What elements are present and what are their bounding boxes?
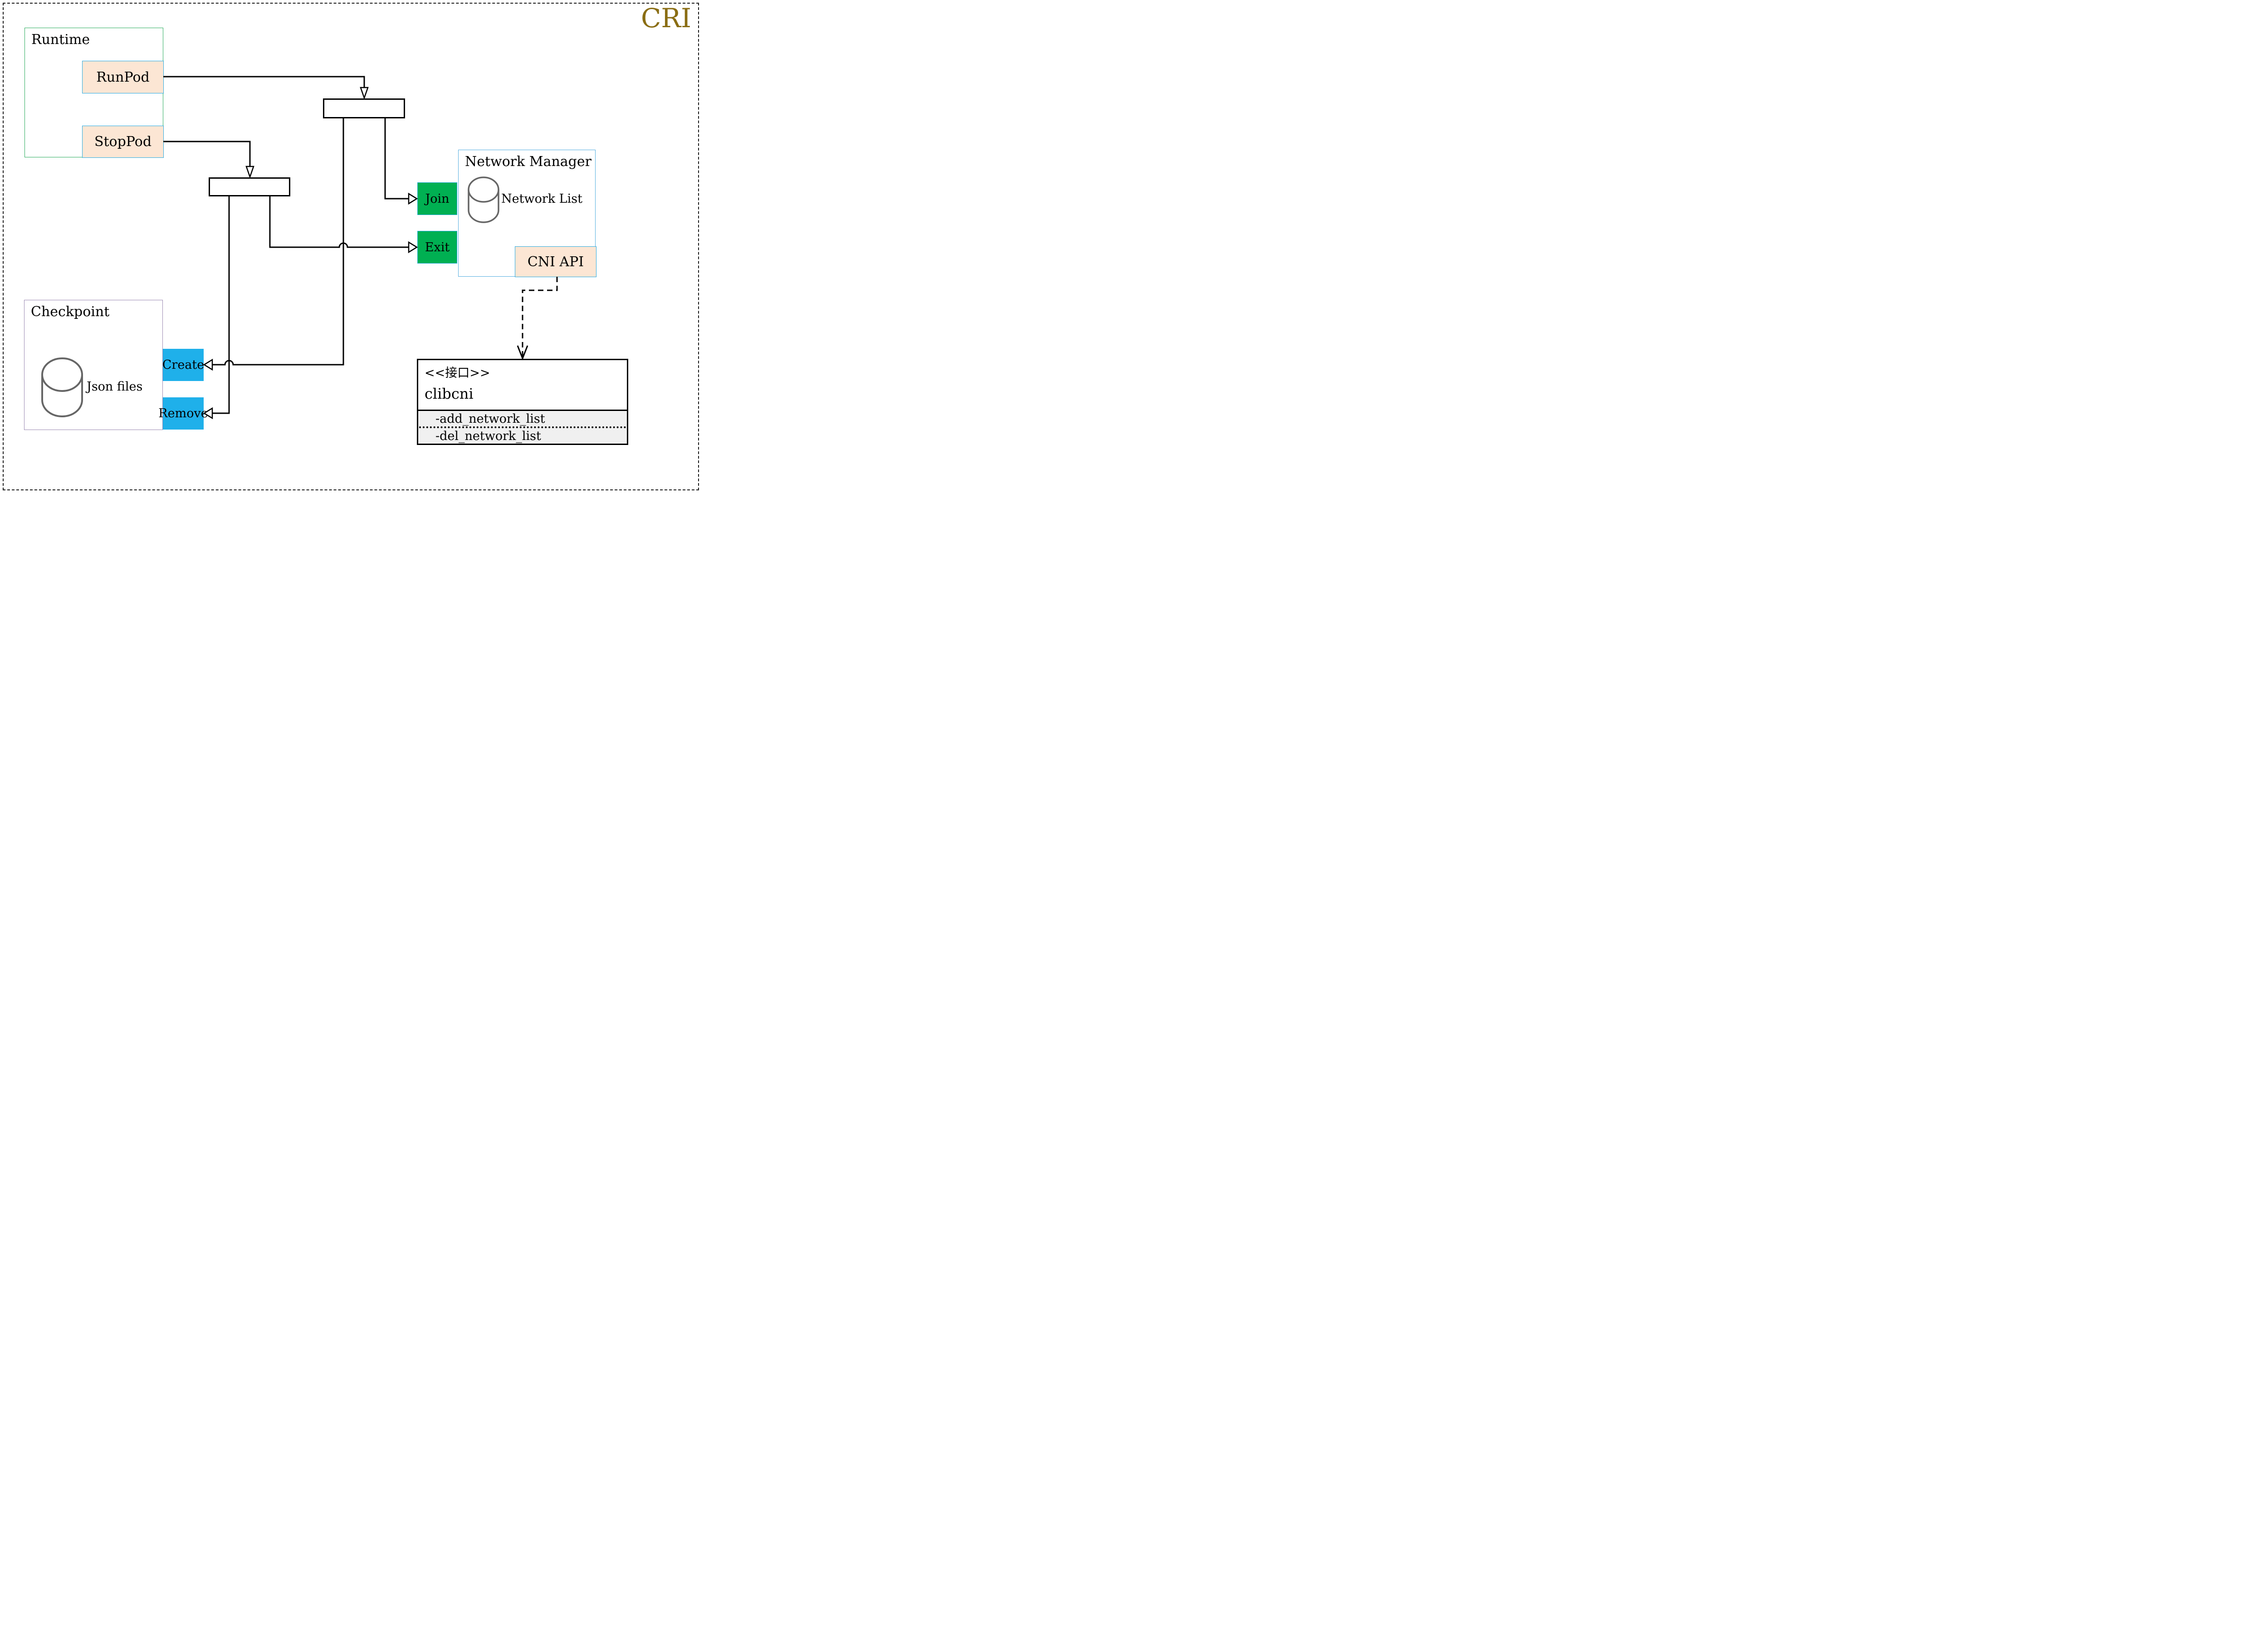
checkpoint-container: Checkpoint Json files	[24, 300, 163, 430]
exit-label: Exit	[425, 240, 450, 254]
network-manager-container: Network Manager Network List CNI API	[458, 150, 596, 277]
fork-bar-stoppod	[209, 177, 290, 196]
runtime-container: Runtime RunPod StopPod	[24, 28, 164, 158]
join-box: Join	[417, 182, 457, 215]
runtime-label: Runtime	[31, 32, 90, 48]
attribute-divider	[419, 426, 626, 428]
stoppod-box: StopPod	[82, 126, 164, 158]
network-manager-label: Network Manager	[465, 154, 591, 170]
stoppod-label: StopPod	[94, 134, 152, 150]
remove-label: Remove	[158, 406, 208, 420]
cni-api-label: CNI API	[527, 254, 584, 270]
json-files-label: Json files	[87, 380, 143, 394]
diagram-title: CRI	[641, 3, 691, 34]
join-label: Join	[425, 191, 450, 206]
checkpoint-label: Checkpoint	[31, 304, 110, 320]
cni-api-box: CNI API	[515, 246, 596, 277]
network-list-label: Network List	[501, 192, 582, 206]
runpod-box: RunPod	[82, 61, 164, 93]
runpod-label: RunPod	[96, 69, 150, 85]
clibcni-header: <<接口>> clibcni	[418, 360, 627, 411]
cri-architecture-diagram: CRI Runtime RunPod StopPod Network Manag…	[0, 0, 703, 494]
clibcni-interface-box: <<接口>> clibcni -add_network_list -del_ne…	[417, 359, 628, 445]
create-box: Create	[162, 349, 205, 381]
diagram-dashed-border	[3, 3, 699, 490]
remove-box: Remove	[158, 397, 208, 430]
create-label: Create	[162, 358, 205, 372]
clibcni-name: clibcni	[425, 385, 474, 402]
exit-box: Exit	[417, 231, 457, 264]
fork-bar-runpod	[323, 98, 405, 118]
clibcni-attributes-section: -add_network_list -del_network_list	[418, 411, 627, 444]
clibcni-attribute: -del_network_list	[435, 429, 541, 443]
clibcni-stereotype: <<接口>>	[425, 366, 490, 380]
clibcni-attribute: -add_network_list	[435, 411, 545, 426]
